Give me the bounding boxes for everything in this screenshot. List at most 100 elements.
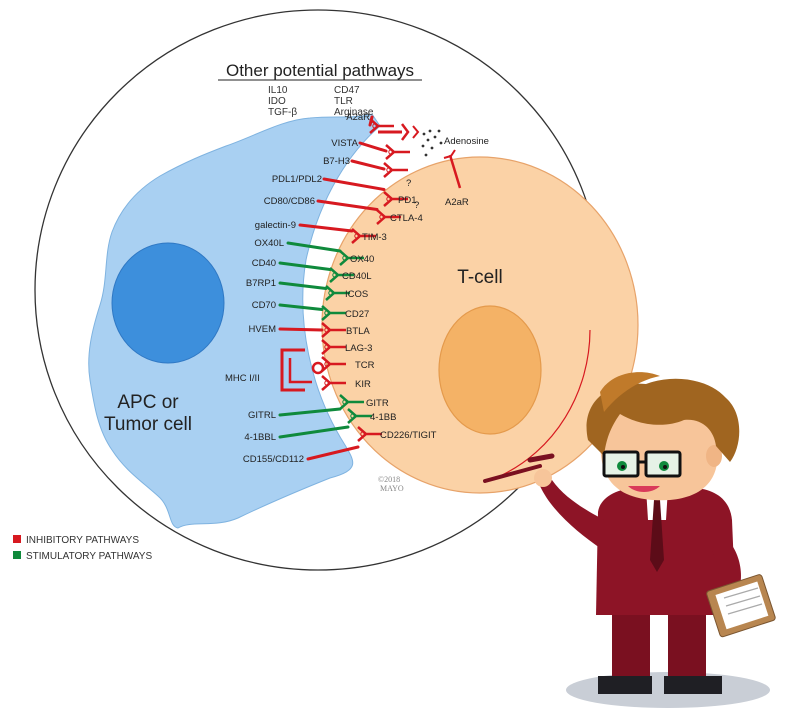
pathway-pair: HVEM BTLA xyxy=(249,322,370,338)
receptor-fork xyxy=(383,162,408,178)
ligand-bar xyxy=(298,223,354,233)
receptor-label: CD27 xyxy=(345,309,369,320)
ligand-label: OX40L xyxy=(254,238,284,249)
receptor-label: CTLA-4 xyxy=(390,213,423,224)
legend-label-stimulatory: STIMULATORY PATHWAYS xyxy=(26,551,152,562)
apc-cell-body xyxy=(88,113,381,529)
pathway-pair: TCR xyxy=(321,356,375,372)
copyright-owner: MAYO xyxy=(380,484,404,493)
receptor-label: CD40L xyxy=(342,271,372,282)
ligand-bar xyxy=(278,281,328,290)
binding-site xyxy=(324,344,330,350)
pathway-pair: LAG-3 xyxy=(321,339,372,355)
ligand-label: PDL1/PDL2 xyxy=(272,174,322,185)
receptor-label: LAG-3 xyxy=(345,343,372,354)
binding-site xyxy=(386,196,392,202)
receptor-label: BTLA xyxy=(346,326,370,337)
receptor-label: ICOS xyxy=(345,289,368,300)
receptor-fork xyxy=(321,305,346,321)
copyright-year: ©2018 xyxy=(378,475,400,484)
legend: INHIBITORY PATHWAYS STIMULATORY PATHWAYS xyxy=(13,535,152,562)
binding-site xyxy=(360,431,366,437)
ligand-bar xyxy=(278,261,332,271)
presenter-jacket xyxy=(596,488,736,615)
ligand-label: CD155/CD112 xyxy=(243,454,304,465)
binding-site xyxy=(354,233,360,239)
binding-site xyxy=(342,399,348,405)
receptor-label: 4-1BB xyxy=(370,412,396,423)
receptor-fork xyxy=(339,250,364,266)
receptor-label: KIR xyxy=(355,379,371,390)
mhc-label: MHC I/II xyxy=(225,373,260,384)
receptor-fork xyxy=(385,144,410,160)
receptor-label: TIM-3 xyxy=(362,232,387,243)
binding-site xyxy=(350,413,356,419)
ligand-bar xyxy=(278,425,350,439)
diagram-title: Other potential pathways xyxy=(226,61,414,80)
ligand-label: VISTA xyxy=(331,138,358,149)
receptor-label: OX40 xyxy=(350,254,374,265)
ligand-bar xyxy=(316,199,379,211)
binding-site xyxy=(342,255,348,261)
presenter-pointer xyxy=(483,464,542,483)
ligand-label: B7RP1 xyxy=(246,278,276,289)
receptor-label: CD226/TIGIT xyxy=(380,430,437,441)
mhc-bracket-inner xyxy=(288,358,312,384)
receptor-fork xyxy=(321,356,346,372)
tcell-a2ar-stalk xyxy=(448,154,462,189)
presenter-mouth xyxy=(628,486,660,492)
pathway-pairs: A2aRVISTAB7-H3PDL1/PDL2PD1CD80/CD86CTLA-… xyxy=(243,112,437,465)
legend-swatch-inhibitory xyxy=(13,535,21,543)
receptor-fork xyxy=(357,426,382,442)
pathway-tlr: TLR xyxy=(334,96,353,107)
ligand-label: galectin-9 xyxy=(255,220,296,231)
receptor-fork xyxy=(325,285,350,301)
binding-site xyxy=(324,310,330,316)
pathway-pair: OX40L OX40 xyxy=(254,238,374,266)
binding-site xyxy=(372,123,378,129)
ligand-label: HVEM xyxy=(249,324,277,335)
tcr-complex-icon xyxy=(311,361,325,375)
ligand-bar xyxy=(358,141,388,153)
mhc-bracket-outline xyxy=(280,348,305,392)
ligand-bar xyxy=(306,445,360,461)
ligand-bar xyxy=(278,407,342,417)
ligand-label: GITRL xyxy=(248,410,276,421)
a2ar-fork xyxy=(412,125,420,139)
ligand-bar xyxy=(286,241,342,253)
t-cell-nucleus xyxy=(438,305,542,435)
receptor-fork xyxy=(321,339,346,355)
ligand-bar xyxy=(278,327,324,332)
binding-site xyxy=(386,167,392,173)
adenosine-label: Adenosine xyxy=(444,136,489,147)
presenter-right-leg xyxy=(668,600,706,680)
receptor-fork xyxy=(351,228,376,244)
presenter-raised-arm xyxy=(540,480,604,548)
receptor-fork xyxy=(383,191,408,207)
adenosine-cluster: Adenosine A2aR xyxy=(378,123,489,208)
presenter-right-shoe xyxy=(664,676,722,694)
presenter-raised-hand xyxy=(534,469,552,487)
pathway-il10: IL10 xyxy=(268,85,288,96)
pathway-pair: KIR xyxy=(321,375,371,391)
ligand-bar xyxy=(278,303,324,311)
pathway-arginase: Arginase xyxy=(334,107,374,118)
presenter-tie xyxy=(650,492,664,572)
receptor-label: PD1 xyxy=(398,195,416,206)
ligand-label: CD40 xyxy=(252,258,276,269)
legend-label-inhibitory: INHIBITORY PATHWAYS xyxy=(26,535,139,546)
ligand-label: A2aR xyxy=(346,112,370,123)
ligand-bar xyxy=(322,177,386,191)
binding-site xyxy=(332,272,338,278)
presenter-left-leg xyxy=(612,600,650,680)
unknown-receptor-mark: ? xyxy=(406,178,411,189)
apc-label-line2: Tumor cell xyxy=(104,414,192,435)
legend-swatch-stimulatory xyxy=(13,551,21,559)
receptor-fork xyxy=(329,267,354,283)
t-cell-membrane-accent xyxy=(499,329,591,477)
